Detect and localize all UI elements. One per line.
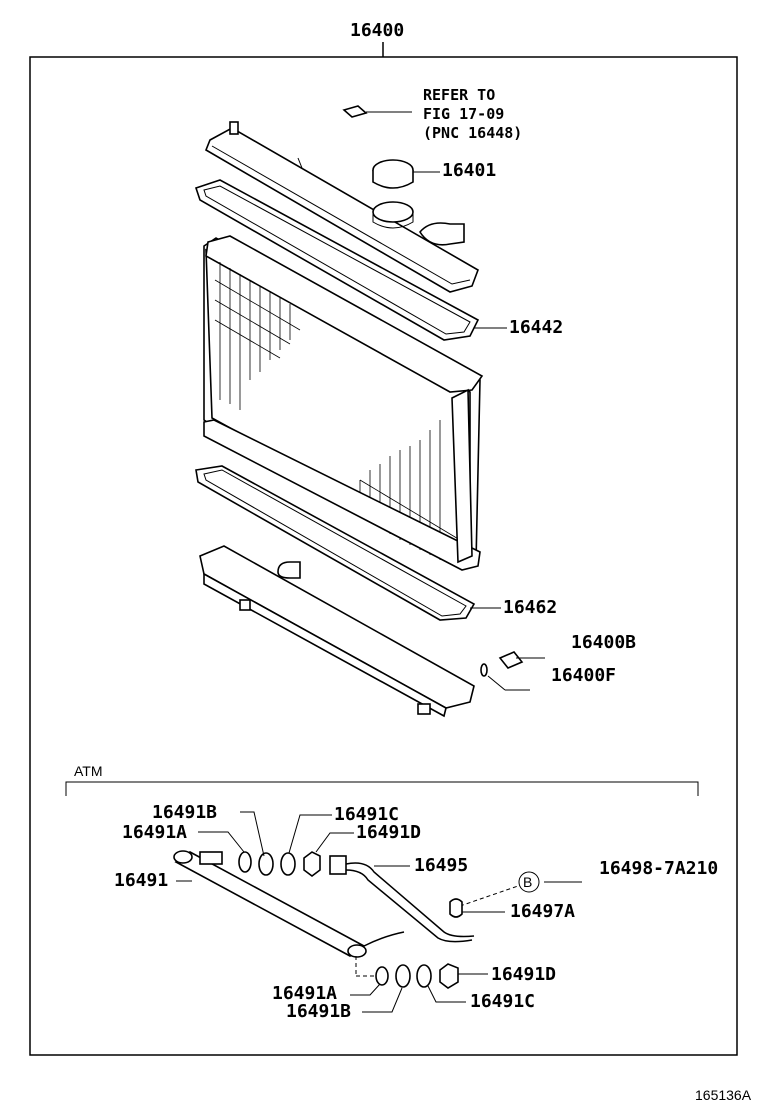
label-16491B-top[interactable]: 16491B xyxy=(152,802,217,823)
ref-b-marker-icon[interactable] xyxy=(518,871,540,893)
oil-hose-16495[interactable] xyxy=(329,855,475,943)
nut-16491D-bot[interactable] xyxy=(439,963,459,989)
assembly-frame xyxy=(29,56,738,1056)
refer-arrow-icon xyxy=(342,105,412,118)
refer-note-line3: (PNC 16448) xyxy=(423,124,522,142)
refer-note-line1: REFER TO xyxy=(423,86,495,104)
leader-16491D-top xyxy=(315,832,354,853)
leader-16491C-top xyxy=(288,814,332,854)
washer-16491A-top[interactable] xyxy=(238,851,252,873)
ref-b-letter: B xyxy=(523,874,532,890)
drain-plug-icon[interactable] xyxy=(498,651,545,669)
radiator-cap-icon[interactable] xyxy=(372,159,414,189)
washer-16491C-bot[interactable] xyxy=(416,964,432,988)
leader-16491A-bot xyxy=(350,983,381,996)
label-16497A[interactable]: 16497A xyxy=(510,901,575,922)
leader-16491B-top xyxy=(240,811,265,857)
label-16442[interactable]: 16442 xyxy=(509,317,563,338)
label-16491[interactable]: 16491 xyxy=(114,870,168,891)
washer-16491C-top[interactable] xyxy=(280,852,296,876)
atm-bracket xyxy=(65,781,699,796)
leader-16491B-bot xyxy=(362,987,403,1013)
label-16495[interactable]: 16495 xyxy=(414,855,468,876)
label-16491C-bot[interactable]: 16491C xyxy=(470,991,535,1012)
lower-tank[interactable] xyxy=(199,545,475,718)
label-16462[interactable]: 16462 xyxy=(503,597,557,618)
clamp-icon[interactable] xyxy=(449,898,463,918)
radiator-core[interactable] xyxy=(203,235,484,571)
label-16491D-top[interactable]: 16491D xyxy=(356,822,421,843)
figure-id: 165136A xyxy=(695,1087,752,1103)
nut-16491D-top[interactable] xyxy=(303,851,321,877)
label-16491A-top[interactable]: 16491A xyxy=(122,822,187,843)
label-16400F[interactable]: 16400F xyxy=(551,665,616,686)
washer-16491A-bot[interactable] xyxy=(375,966,389,986)
label-16400B[interactable]: 16400B xyxy=(571,632,636,653)
lower-gasket[interactable] xyxy=(195,465,476,621)
ref-b-dashed-leader xyxy=(459,885,519,907)
label-16491D-bot[interactable]: 16491D xyxy=(491,964,556,985)
leader-16491C-bot xyxy=(427,985,466,1003)
o-ring-icon[interactable] xyxy=(480,663,530,691)
leader-16491A-top xyxy=(198,831,245,853)
label-16491A-bot[interactable]: 16491A xyxy=(272,983,337,1004)
assembly-part-number[interactable]: 16400 xyxy=(350,20,404,41)
refer-note-line2[interactable]: FIG 17-09 xyxy=(423,105,504,123)
label-16491B-bot[interactable]: 16491B xyxy=(286,1001,351,1022)
label-16491C-top[interactable]: 16491C xyxy=(334,804,399,825)
label-16498[interactable]: 16498-7A210 xyxy=(599,858,718,879)
label-16401[interactable]: 16401 xyxy=(442,160,496,181)
washer-16491B-top[interactable] xyxy=(258,852,274,876)
upper-gasket[interactable] xyxy=(194,179,480,341)
upper-tank[interactable] xyxy=(205,121,479,293)
section-label-atm: ATM xyxy=(74,763,103,779)
washer-16491B-bot[interactable] xyxy=(395,964,411,988)
oil-cooler-tube[interactable] xyxy=(173,850,405,958)
